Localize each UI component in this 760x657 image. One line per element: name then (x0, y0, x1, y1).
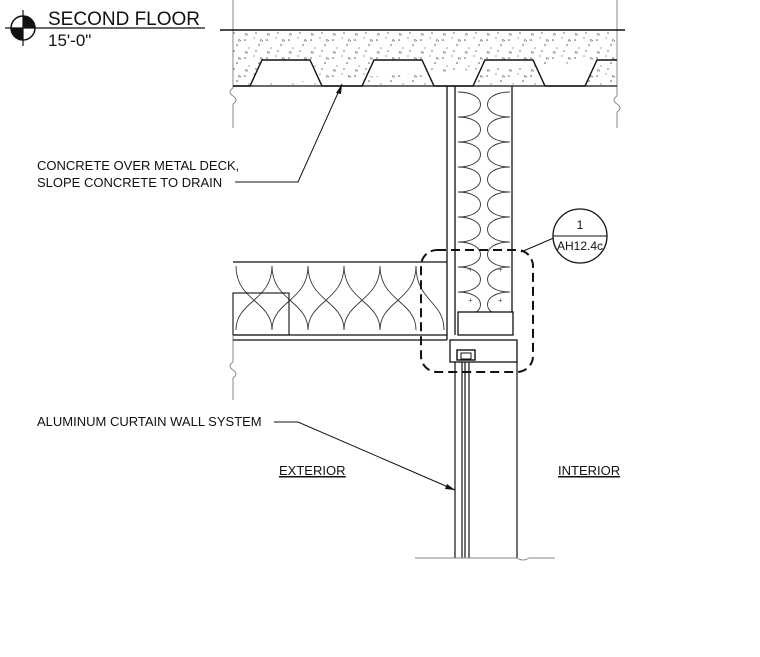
deck-note-line-2: SLOPE CONCRETE TO DRAIN (37, 175, 222, 190)
level-target-icon (5, 10, 42, 46)
deck-callout: CONCRETE OVER METAL DECK, SLOPE CONCRETE… (37, 83, 343, 190)
soffit-insulation-pattern (235, 265, 445, 331)
curtain-wall (415, 339, 518, 559)
detail-callout: 1 AH12.4c (420, 208, 608, 373)
upper-wall: + + + + (446, 86, 514, 340)
level-elevation: 15'-0" (48, 31, 91, 50)
level-marker: SECOND FLOOR 15'-0" (5, 9, 205, 50)
soffit-assembly (232, 261, 447, 341)
exterior-label: EXTERIOR (279, 463, 345, 478)
svg-text:+: + (498, 296, 503, 305)
interior-label: INTERIOR (558, 463, 620, 478)
concrete-slab (220, 29, 625, 87)
svg-text:+: + (468, 296, 473, 305)
wall-insulation-pattern (457, 91, 511, 318)
curtain-wall-callout: ALUMINUM CURTAIN WALL SYSTEM (37, 414, 456, 491)
curtain-wall-note: ALUMINUM CURTAIN WALL SYSTEM (37, 414, 262, 429)
deck-note-line-1: CONCRETE OVER METAL DECK, (37, 158, 239, 173)
detail-number: 1 (577, 218, 584, 232)
svg-text:+: + (468, 265, 473, 274)
svg-text:+: + (498, 265, 503, 274)
level-name: SECOND FLOOR (48, 9, 200, 30)
detail-sheet: AH12.4c (557, 239, 603, 253)
